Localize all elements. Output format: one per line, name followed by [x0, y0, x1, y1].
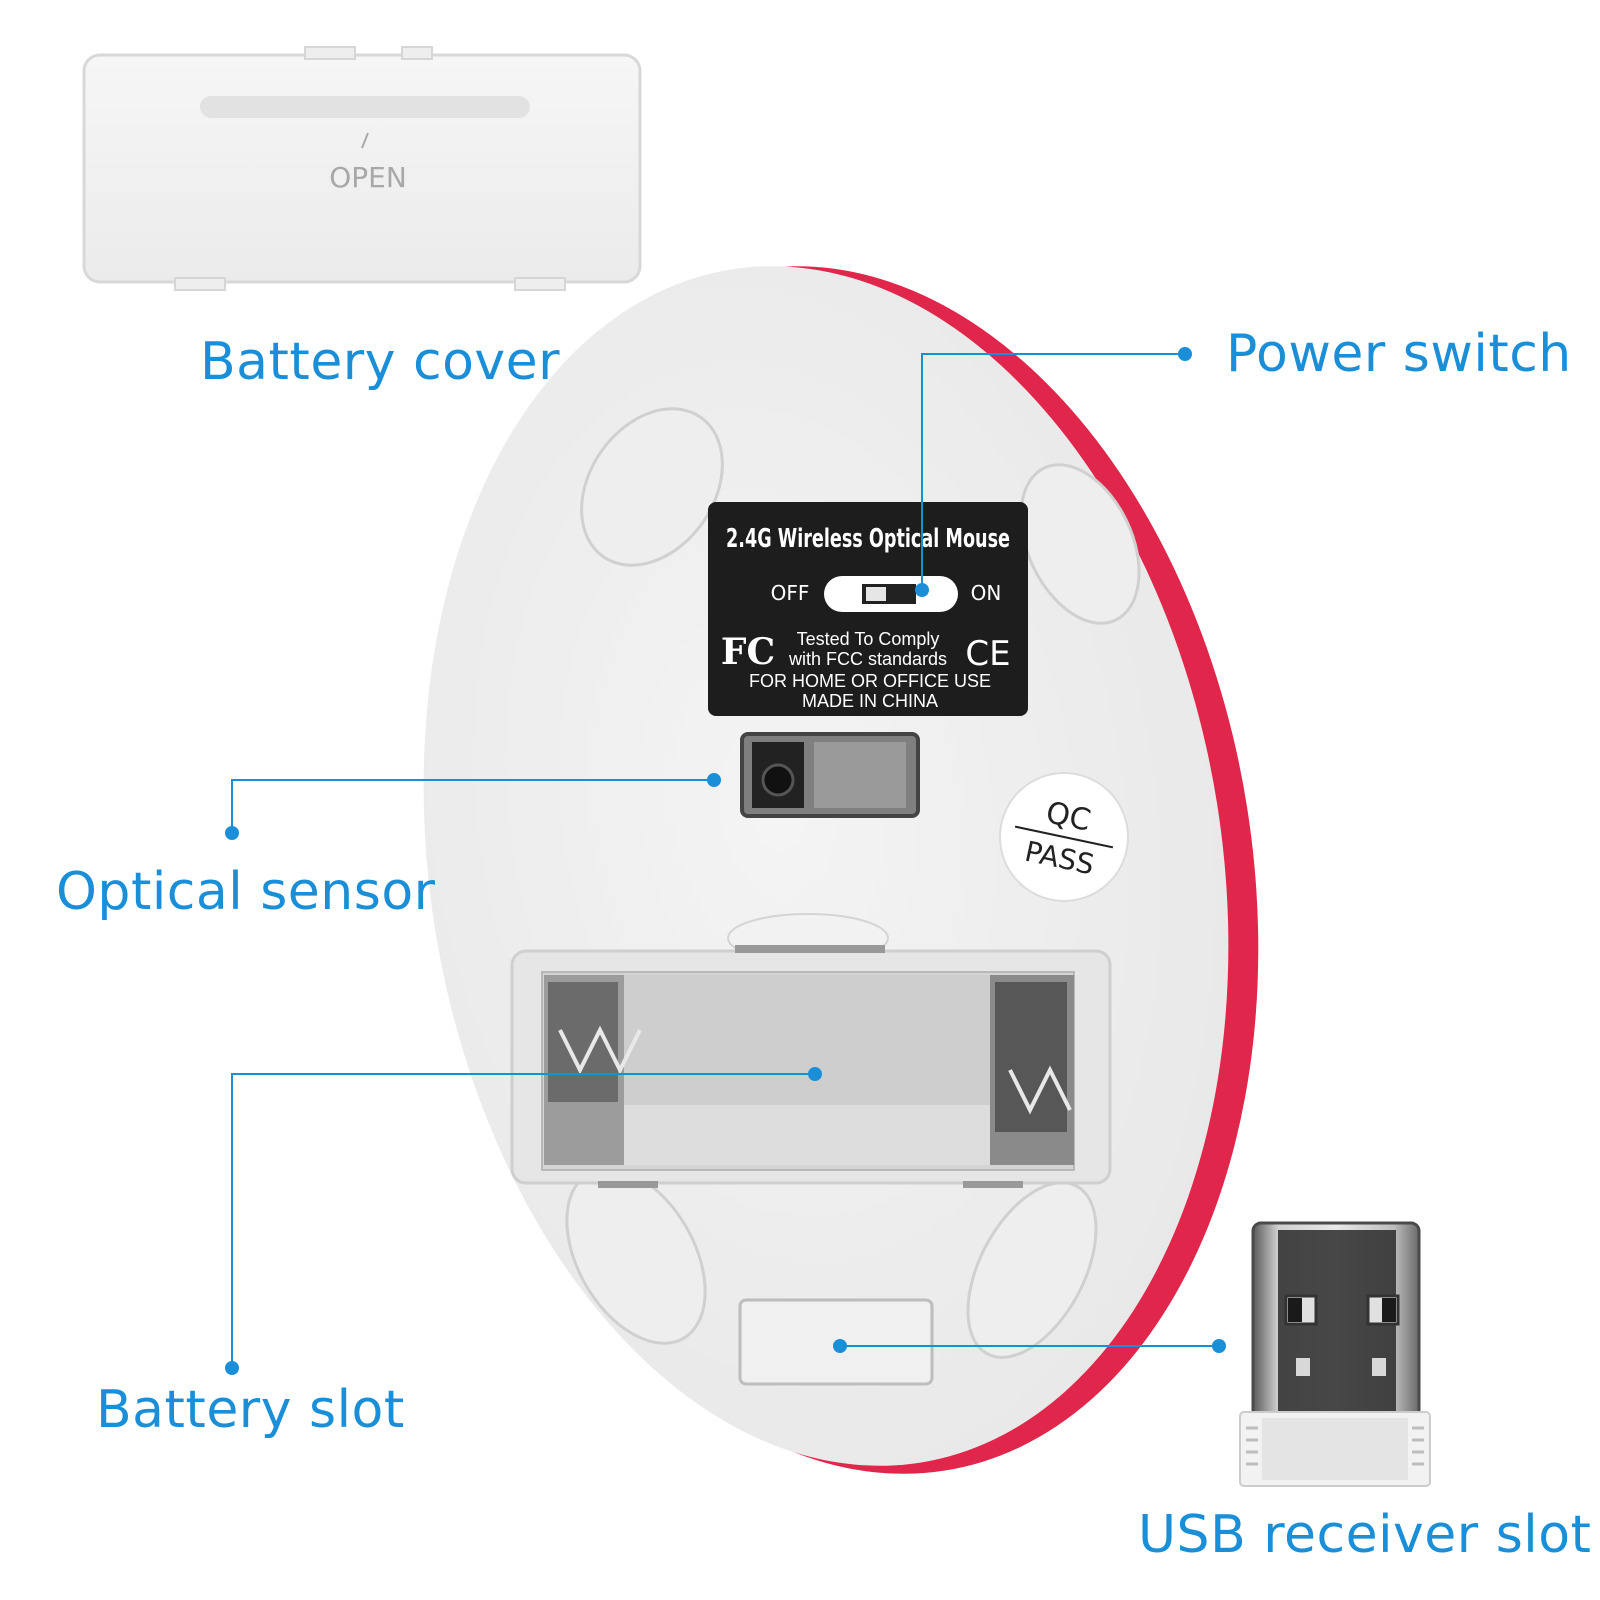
battery-slot-label: Battery slot	[96, 1380, 405, 1440]
use-line: FOR HOME OR OFFICE USE	[749, 671, 991, 691]
foot-pad	[966, 1181, 1098, 1359]
callout-usb-receiver-slot	[833, 1339, 1226, 1353]
foot-pad	[1019, 463, 1141, 625]
battery-cover-label: Battery cover	[200, 332, 561, 392]
usb-receiver	[1239, 1221, 1431, 1487]
optical-sensor	[740, 732, 920, 818]
power-switch[interactable]	[824, 576, 958, 612]
battery-cover-open-text: OPEN	[329, 161, 407, 194]
qc-pass-sticker: QC PASS	[999, 772, 1129, 902]
foot-pad	[580, 407, 724, 567]
battery-compartment	[510, 913, 1112, 1188]
callout-optical-sensor	[225, 773, 721, 840]
usb-receiver-slot-label: USB receiver slot	[1138, 1505, 1592, 1565]
product-label: 2.4G Wireless Optical Mouse OFF ON FC Te…	[708, 502, 1028, 716]
product-label-title: 2.4G Wireless Optical Mouse	[726, 524, 1010, 554]
mouse-body: QC PASS 2.4G Wireless Optical Mouse OFF …	[423, 266, 1259, 1474]
callout-power-switch	[915, 347, 1192, 597]
power-switch-label: Power switch	[1226, 324, 1572, 384]
switch-off-text: OFF	[771, 581, 810, 605]
optical-sensor-label: Optical sensor	[56, 862, 436, 922]
switch-on-text: ON	[971, 581, 1002, 605]
tested-line-1: Tested To Comply	[797, 629, 940, 649]
fcc-logo: FC	[721, 631, 775, 673]
callout-battery-slot	[225, 1067, 822, 1375]
tested-line-2: with FCC standards	[788, 649, 947, 669]
ce-mark: CE	[965, 634, 1010, 674]
battery-cover: OPEN	[82, 46, 642, 291]
origin-line: MADE IN CHINA	[802, 691, 938, 711]
